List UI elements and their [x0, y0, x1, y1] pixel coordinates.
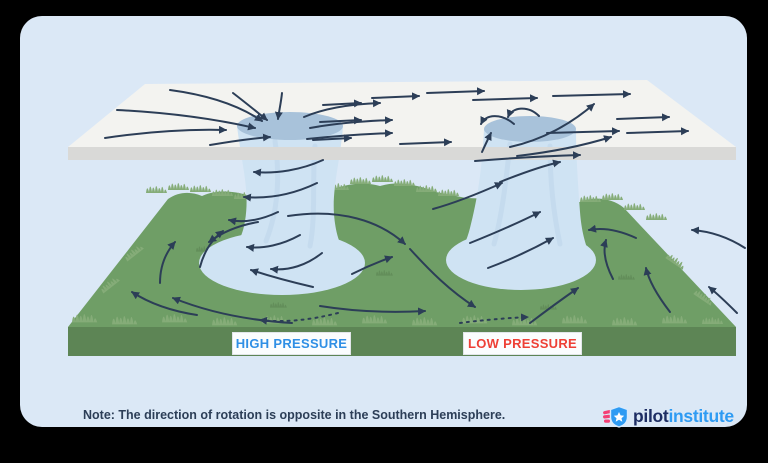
- upper-level-wind-arrows: [104, 87, 689, 162]
- diagram-card: HIGH PRESSURE LOW PRESSURE Note: The dir…: [20, 16, 747, 430]
- high-column-spiral-arrows: [228, 159, 324, 274]
- logo-shield-icon: [603, 405, 629, 428]
- pressure-systems-diagram: [68, 80, 746, 356]
- low-column-spiral-arrows: [432, 132, 561, 269]
- surface-wind-arrows-high: [131, 212, 426, 325]
- logo-text: pilotinstitute: [633, 405, 734, 426]
- high-pressure-label: HIGH PRESSURE: [232, 332, 351, 355]
- logo-star-icon: [613, 411, 625, 422]
- low-pressure-label: LOW PRESSURE: [463, 332, 582, 355]
- pilot-institute-logo: pilotinstitute: [603, 402, 734, 430]
- hemisphere-note: Note: The direction of rotation is oppos…: [83, 408, 506, 422]
- surface-wind-arrows-low: [409, 224, 746, 324]
- page-background: { "card": { "labels": { "high_pressure":…: [20, 16, 747, 430]
- low-column-hole: [484, 116, 576, 142]
- grass-field: [68, 175, 736, 356]
- logo-wings-icon: [603, 409, 612, 423]
- plane-front-edge: [68, 147, 736, 160]
- grass-base-strip: [68, 327, 736, 356]
